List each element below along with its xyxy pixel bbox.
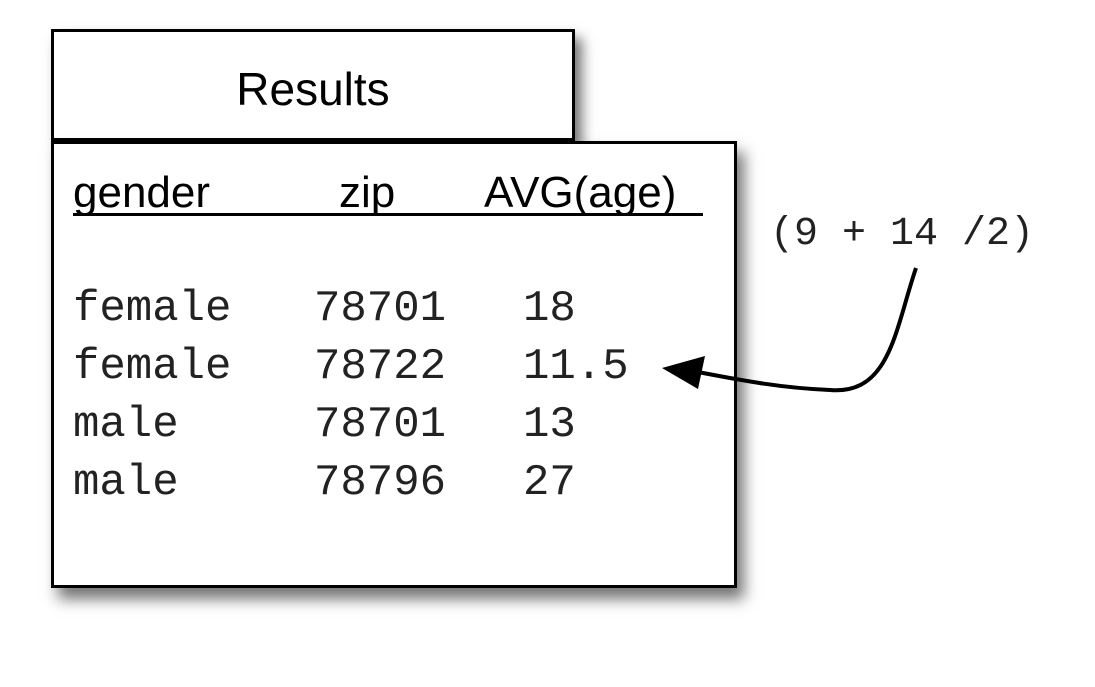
cell-gender: female bbox=[73, 342, 232, 392]
cell-gender: male bbox=[73, 458, 179, 508]
results-title: Results bbox=[236, 63, 390, 115]
results-table: gender zip AVG(age) female 78701 18 fema… bbox=[51, 141, 737, 588]
header-underline bbox=[73, 213, 703, 216]
cell-zip: 78701 bbox=[314, 400, 447, 450]
results-title-box: Results bbox=[51, 29, 575, 141]
arrow-curve bbox=[697, 267, 918, 393]
column-header-gender: gender bbox=[73, 168, 211, 217]
arrowhead-icon bbox=[662, 356, 705, 389]
cell-zip: 78722 bbox=[314, 342, 447, 392]
cell-gender: male bbox=[73, 400, 179, 450]
cell-avg-age: 27 bbox=[523, 458, 576, 508]
column-header-zip: zip bbox=[339, 168, 396, 217]
column-header-avg-age: AVG(age) bbox=[484, 168, 677, 217]
cell-avg-age: 13 bbox=[523, 400, 576, 450]
average-calculation-annotation: (9 + 14 /2) bbox=[770, 212, 1035, 257]
cell-gender: female bbox=[73, 284, 232, 334]
cell-zip: 78701 bbox=[314, 284, 447, 334]
cell-zip: 78796 bbox=[314, 458, 447, 508]
cell-avg-age: 11.5 bbox=[523, 342, 629, 392]
cell-avg-age: 18 bbox=[523, 284, 576, 334]
